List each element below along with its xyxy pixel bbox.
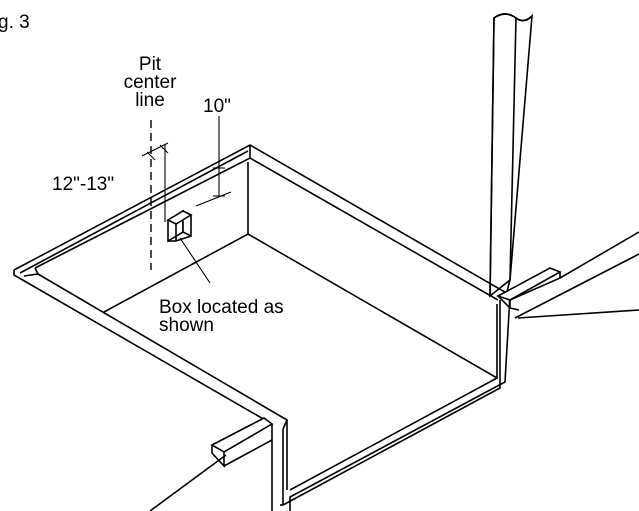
- floor-lines-right: [514, 231, 639, 319]
- dimension-12-13: [141, 142, 169, 222]
- box-label-line-1: Box located as: [159, 297, 284, 318]
- box-label-line-2: shown: [159, 315, 214, 336]
- pit-label-line-2: center: [124, 72, 177, 93]
- pit-interior: [103, 162, 501, 511]
- pit-outer-curb: [13, 144, 511, 511]
- dimension-label-10: 10": [203, 96, 231, 117]
- floor-lines-left: [149, 454, 227, 511]
- box: [166, 209, 193, 243]
- dimension-label-12-13: 12"-13": [52, 174, 114, 195]
- figure-label: g. 3: [0, 12, 30, 33]
- corner-cap-right: [495, 267, 562, 311]
- pit-center-line-label: Pit center line: [124, 54, 177, 111]
- pit-label-line-1: Pit: [139, 54, 162, 75]
- dimension-10: [195, 116, 232, 207]
- box-leader-line: [179, 237, 211, 284]
- pit-label-line-3: line: [135, 90, 165, 111]
- column: [489, 13, 533, 298]
- box-label: Box located as shown: [159, 297, 284, 336]
- step-detail-left: [210, 417, 274, 469]
